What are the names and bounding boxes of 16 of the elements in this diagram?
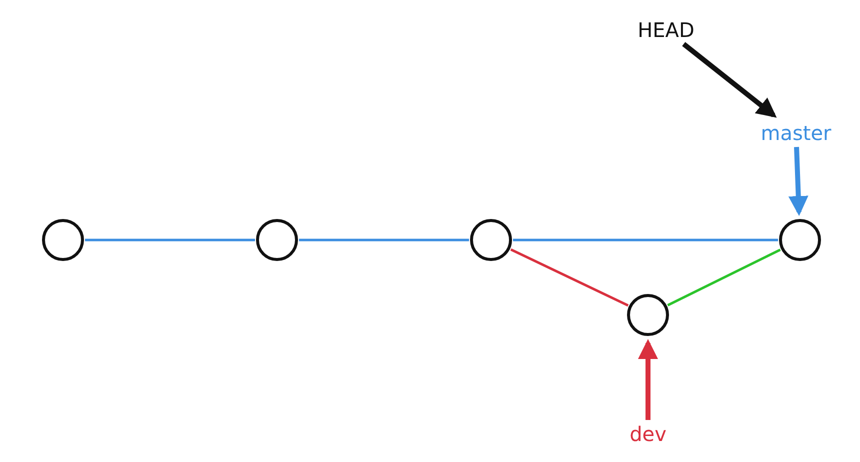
arrow xyxy=(638,339,658,420)
connector-line xyxy=(510,248,629,307)
connector-line xyxy=(85,238,255,242)
commit-circle xyxy=(779,219,821,261)
commit-circle xyxy=(627,294,669,336)
branch-label: dev xyxy=(630,422,666,446)
commit-circle xyxy=(470,219,512,261)
commit-circle xyxy=(256,219,298,261)
connector-line xyxy=(513,238,778,242)
branch-label: master xyxy=(760,121,832,145)
connector-line xyxy=(667,248,781,306)
commit-circle xyxy=(42,219,84,261)
arrow xyxy=(682,42,777,118)
connector-line xyxy=(299,238,469,242)
arrow xyxy=(788,146,808,216)
branch-label: HEAD xyxy=(638,18,694,42)
